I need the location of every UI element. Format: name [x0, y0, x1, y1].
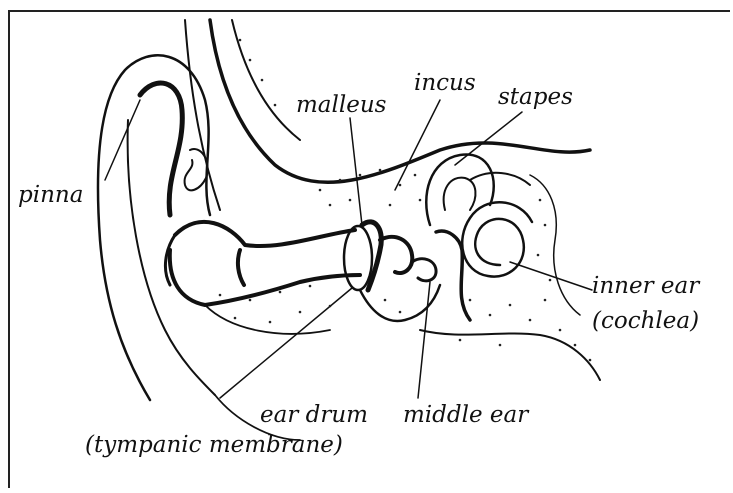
inner-ear-leader [510, 262, 592, 290]
ear-drum-leader [220, 288, 352, 398]
pinna-fold [185, 149, 208, 190]
ear-drum-shape [344, 226, 372, 290]
stapes-leader [455, 112, 522, 165]
temporal-bone-2 [530, 175, 580, 315]
label-incus: incus [414, 72, 476, 95]
label-middle-ear: middle ear [403, 404, 528, 427]
incus-leader [395, 100, 440, 190]
incus-shape [380, 237, 412, 273]
pinna-inner [140, 83, 182, 215]
pinna-outline [98, 55, 210, 400]
malleus-leader [350, 118, 362, 225]
label-tympanic-membrane: (tympanic membrane) [85, 434, 343, 457]
stapes-shape [412, 259, 436, 281]
label-cochlea: (cochlea) [592, 310, 699, 333]
label-malleus: malleus [296, 94, 386, 117]
middle-ear-leader [418, 282, 430, 398]
pinna-leader [105, 100, 140, 180]
jaw-line [205, 305, 330, 334]
ear-canal-bottom [170, 250, 360, 305]
label-ear-drum: ear drum [260, 404, 368, 427]
ear-canal-ring [238, 250, 244, 285]
label-stapes: stapes [498, 86, 573, 109]
semicircular-canal [426, 154, 494, 225]
semicircular-canal-2 [444, 178, 476, 210]
temporal-bone [420, 330, 600, 380]
label-pinna: pinna [18, 184, 83, 207]
label-inner-ear: inner ear [592, 275, 699, 298]
ear-canal-top [175, 222, 355, 246]
cochlea-base [436, 231, 470, 320]
semicircular-canal-3 [470, 173, 530, 185]
